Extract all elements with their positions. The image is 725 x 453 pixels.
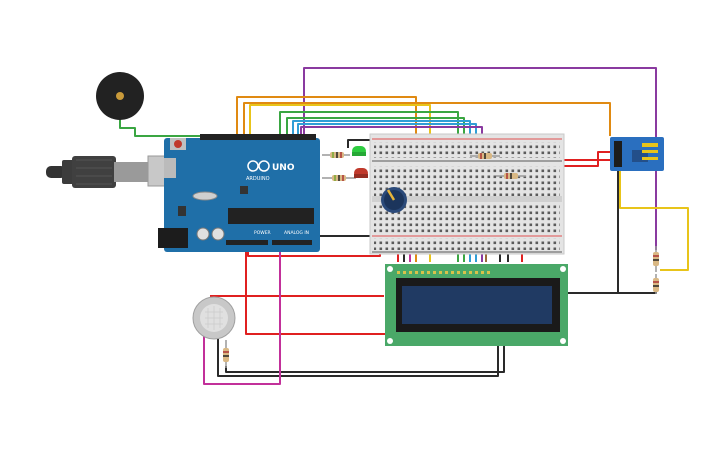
brand-text: ARDUINO	[246, 176, 270, 182]
wire-red-rail[interactable]	[560, 151, 610, 161]
model-text: UNO	[272, 163, 295, 173]
wire-yellow-esp[interactable]	[619, 168, 689, 271]
lcd-display[interactable]	[385, 264, 568, 346]
usb-plug-icon	[46, 166, 66, 178]
gas-sensor[interactable]	[192, 296, 236, 340]
atmega-chip	[228, 208, 314, 224]
reset-button[interactable]	[174, 140, 182, 148]
power-header-label: POWER	[254, 230, 271, 236]
usb-cable[interactable]	[46, 155, 173, 188]
resistor-led-green[interactable]	[322, 152, 350, 158]
wire-black-esp-2[interactable]	[618, 284, 657, 294]
power-jack	[158, 228, 188, 248]
lcd-screen	[402, 286, 552, 324]
wire-red-sensor[interactable]	[245, 244, 386, 335]
arduino-logo: ARDUINO UNO	[246, 160, 295, 182]
esp8266-module[interactable]	[610, 137, 664, 171]
wire-magenta-sensor[interactable]	[203, 244, 281, 385]
analog-header-label: ANALOG IN	[284, 230, 309, 236]
resistor-sensor[interactable]	[223, 340, 229, 368]
wire-black-sensor[interactable]	[225, 346, 505, 373]
led-red[interactable]	[354, 168, 368, 178]
resistor-bb-1[interactable]	[470, 153, 500, 159]
wire-orange-esp[interactable]	[243, 102, 611, 138]
potentiometer[interactable]	[381, 187, 407, 213]
wire-black-sensor-2[interactable]	[217, 338, 499, 377]
wire-red-rail-2[interactable]	[560, 159, 610, 167]
resistor-esp-1[interactable]	[653, 246, 659, 272]
arduino-uno[interactable]: ARDUINO UNO POWER ANALOG IN	[158, 134, 320, 252]
resistor-bb-2[interactable]	[496, 173, 526, 179]
resistor-esp-2[interactable]	[653, 274, 659, 294]
led-green[interactable]	[352, 146, 366, 156]
resistor-led-red[interactable]	[322, 175, 356, 181]
wire-black-esp[interactable]	[566, 166, 619, 294]
buzzer[interactable]	[96, 72, 144, 120]
